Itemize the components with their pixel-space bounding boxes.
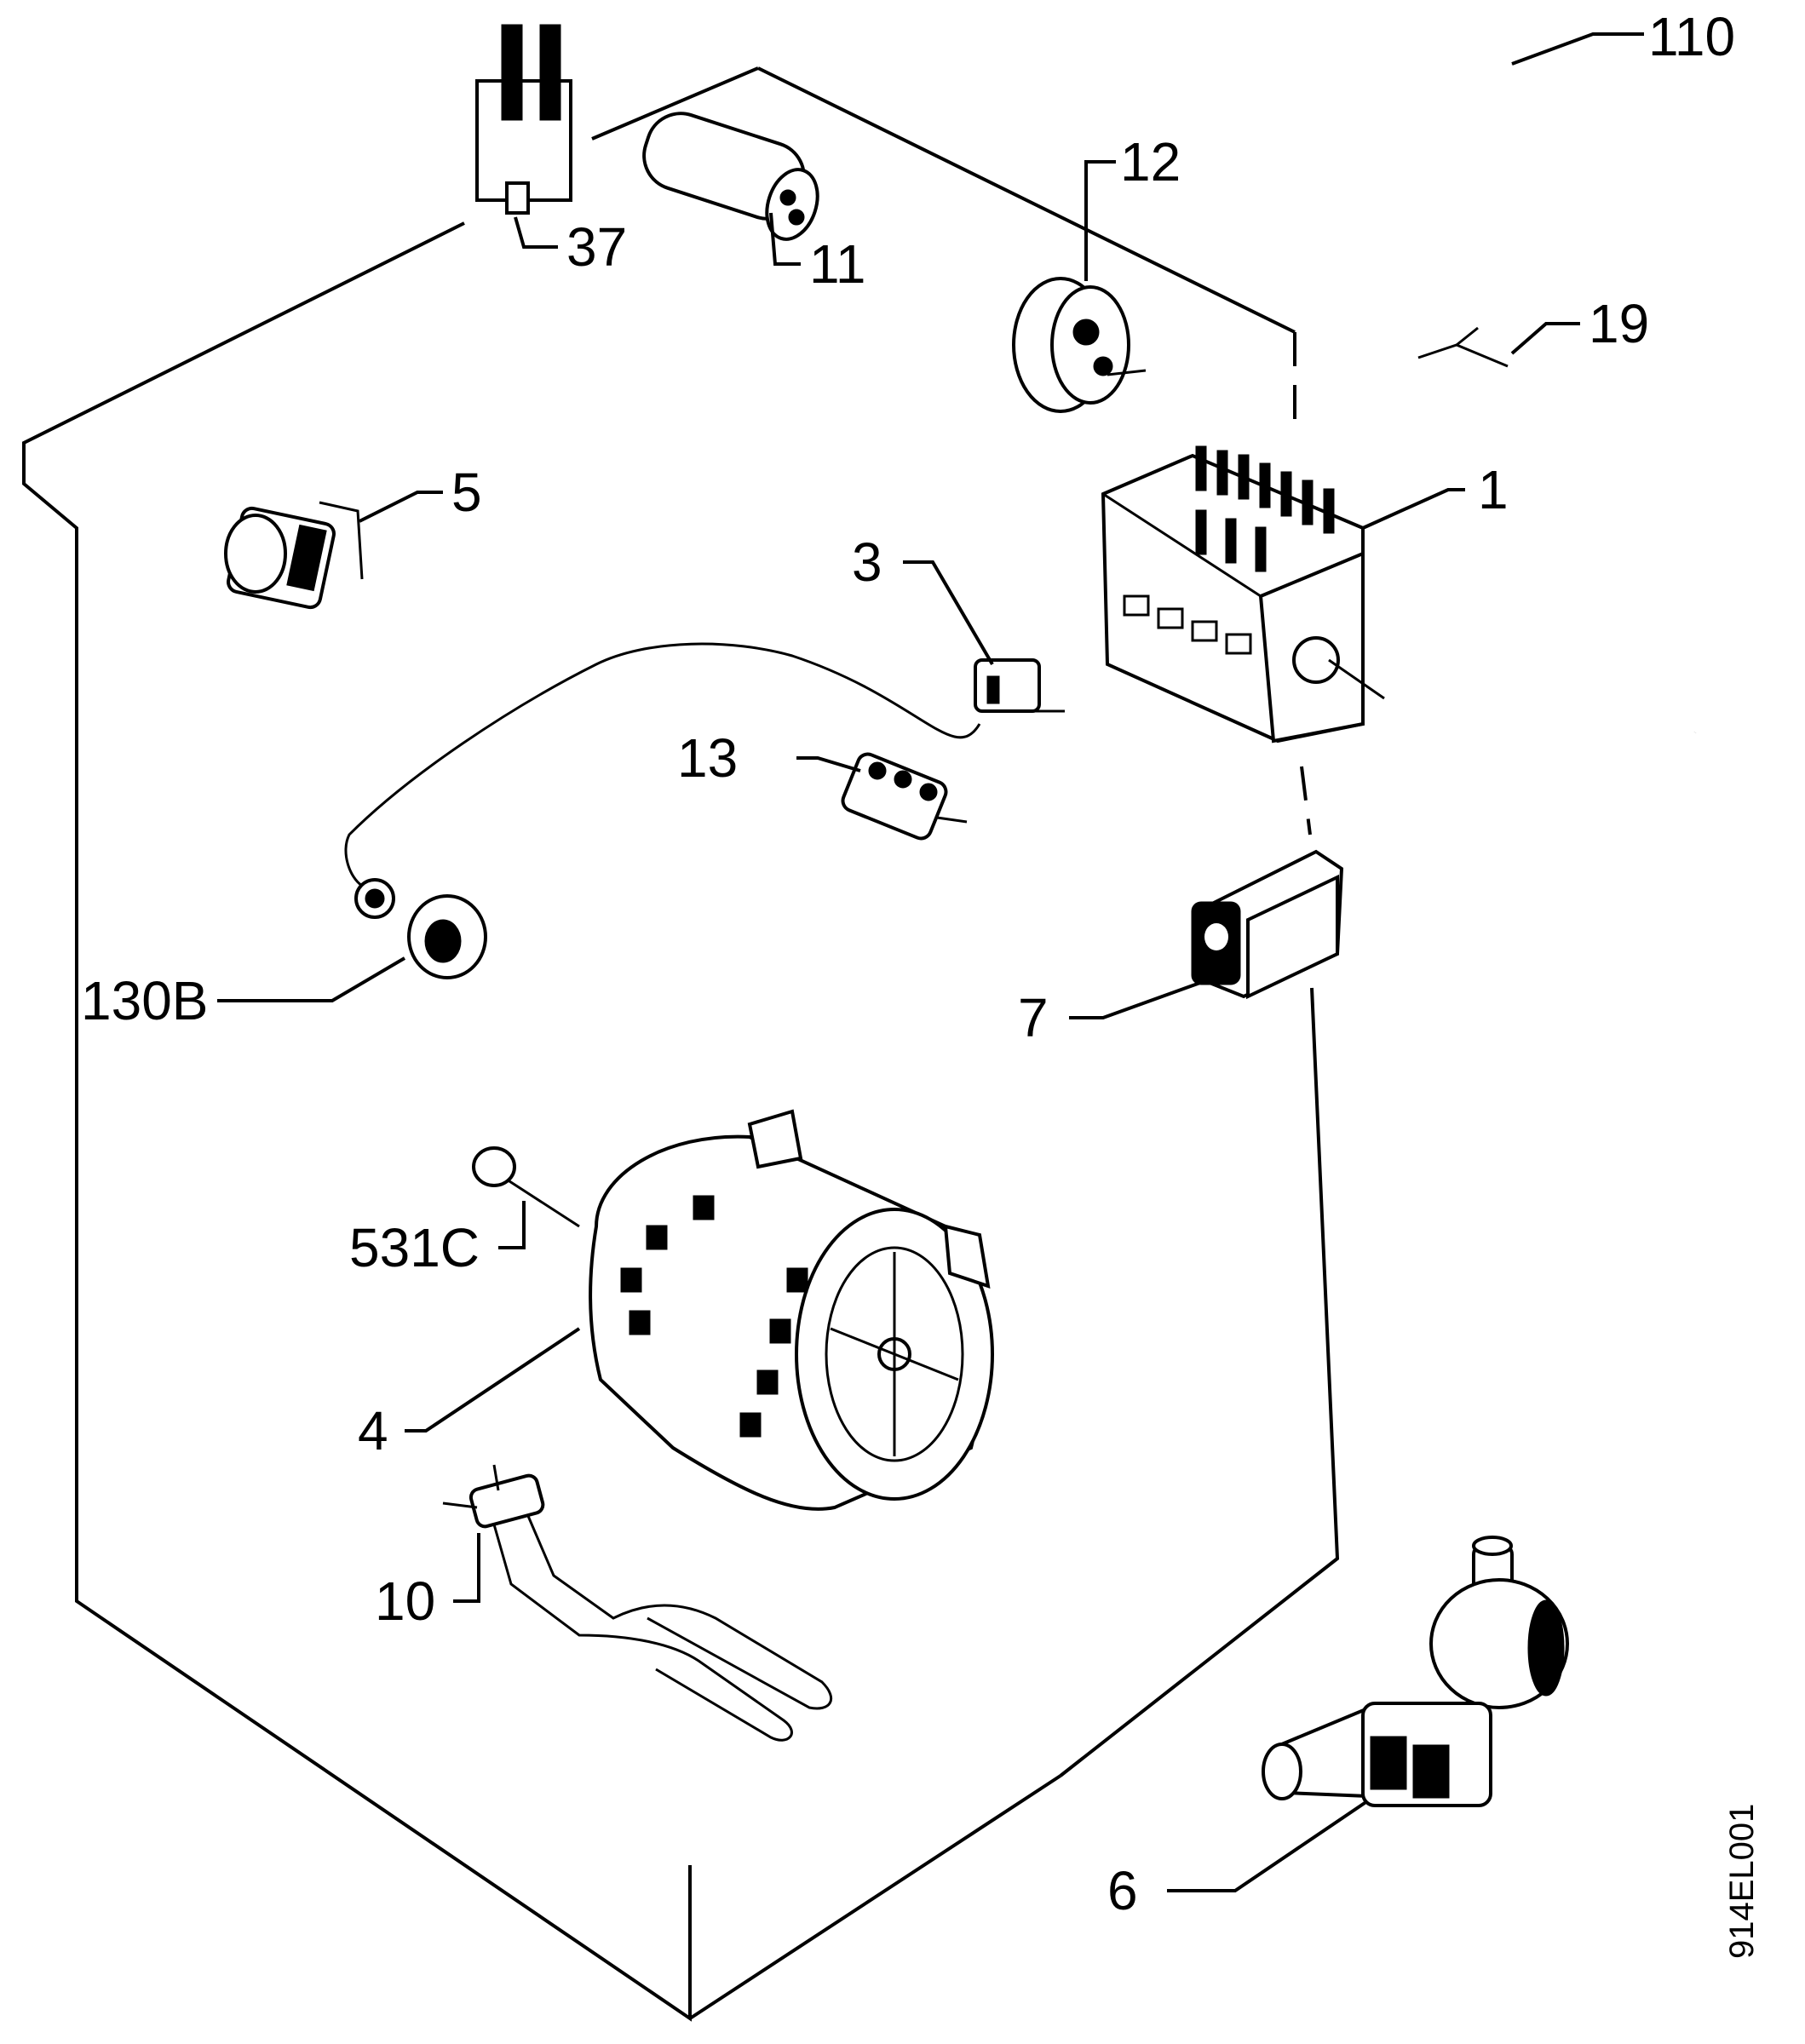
cabinet-outline — [22, 66, 1340, 2022]
label-13: 13 — [677, 727, 738, 789]
part-531C-screw — [472, 1146, 580, 1228]
label-110: 110 — [1648, 6, 1735, 67]
label-4: 4 — [358, 1400, 388, 1461]
part-37-relay — [475, 24, 572, 215]
part-1-programmer — [1101, 445, 1385, 744]
part-6-pump — [1262, 1536, 1569, 1807]
label-37: 37 — [566, 216, 627, 278]
label-6: 6 — [1107, 1860, 1138, 1921]
label-1: 1 — [1478, 459, 1509, 520]
label-3: 3 — [852, 531, 882, 593]
part-11-capacitor — [642, 112, 819, 241]
part-12-pressure-switch — [1012, 277, 1147, 413]
part-7-filter — [1191, 849, 1344, 1000]
drawing-code: 914EL001 — [1723, 1804, 1761, 1959]
part-10-heater — [442, 1464, 833, 1742]
label-11: 11 — [809, 233, 865, 295]
part-13-connector — [841, 752, 968, 841]
part-19-clip — [1417, 326, 1509, 368]
part-5-door-lock — [224, 501, 364, 610]
label-12: 12 — [1120, 131, 1181, 192]
part-4-motor — [589, 1109, 994, 1511]
label-7: 7 — [1018, 987, 1049, 1048]
label-10: 10 — [375, 1570, 435, 1632]
label-531C: 531C — [349, 1217, 480, 1278]
leader-lines — [217, 32, 1644, 1892]
callout-labels: 110 37 11 12 19 5 1 3 13 130B 7 531C 4 1… — [81, 6, 1735, 1921]
label-19: 19 — [1589, 293, 1649, 354]
part-110-cable — [1510, 61, 1760, 734]
part-130B-grommet — [354, 878, 487, 979]
label-130B: 130B — [81, 970, 208, 1031]
label-5: 5 — [451, 462, 482, 523]
part-3-sensor — [344, 642, 1065, 887]
